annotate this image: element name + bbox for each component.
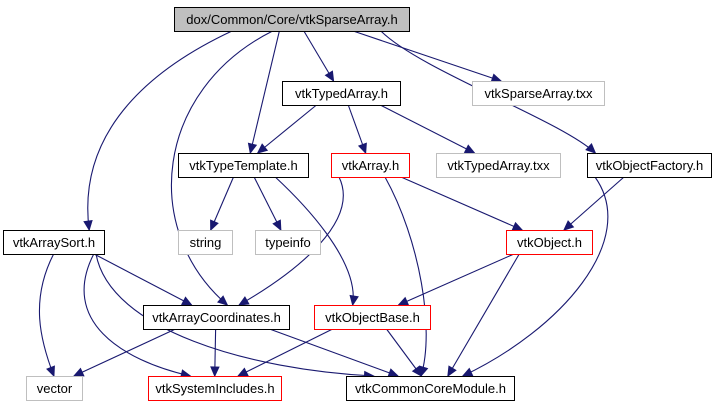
edge-arrowhead-arraysort_h-to-arraycoordinates_h [180,296,193,306]
node-vector: vector [26,376,83,401]
node-box [436,153,561,178]
node-string: string [178,230,233,255]
edge-arrowhead-objectbase_h-to-commoncoremodule_h [411,365,423,377]
node-sparsearray-txx: vtkSparseArray.txx [472,81,605,106]
node-label: vector [37,381,73,396]
node-box [178,153,309,178]
node-label: vtkSystemIncludes.h [155,381,274,396]
node-objectbase-h[interactable]: vtkObjectBase.h [314,305,431,330]
edge-arraysort_h-to-systemincludes_h [83,253,191,377]
edge-arrowhead-arraycoordinates_h-to-vector [72,367,85,377]
node-box [26,376,83,401]
node-label: vtkCommonCoreModule.h [355,381,506,396]
node-box [314,305,431,330]
edge-arrowhead-typedarray_h-to-typedarray_txx [463,144,476,154]
node-label: vtkTypedArray.txx [447,158,550,173]
node-arraysort-h[interactable]: vtkArraySort.h [3,230,105,255]
edge-objectbase_h-to-systemincludes_h [237,328,333,377]
edge-arrowhead-object_h-to-objectbase_h [397,296,410,306]
node-label: string [190,235,222,250]
edge-typedarray_h-to-typedarray_txx [380,104,475,154]
node-box [148,376,282,401]
node-arraycoordinates-h[interactable]: vtkArrayCoordinates.h [143,305,290,330]
edge-arrowhead-array_h-to-object_h [511,221,524,231]
edge-arrowhead-typetemplate_h-to-objectbase_h [349,294,359,307]
node-systemincludes-h[interactable]: vtkSystemIncludes.h [148,376,282,401]
nodes-layer: dox/Common/Core/vtkSparseArray.h vtkTyped… [3,7,712,401]
node-label: vtkObject.h [517,235,582,250]
node-box [587,153,712,178]
node-box [178,230,233,255]
edge-arrowhead-root-to-sparsearray_txx [490,73,503,83]
node-label: dox/Common/Core/vtkSparseArray.h [186,12,397,27]
node-box [255,230,321,255]
edge-object_h-to-objectbase_h [398,253,515,306]
edge-array_h-to-object_h [400,176,523,231]
edge-arrowhead-arraycoordinates_h-to-systemincludes_h [210,366,220,378]
edge-arrowhead-root-to-arraysort_h [83,219,93,232]
edge-arrowhead-root-to-typedarray_h [324,70,335,83]
node-box [174,7,410,32]
node-label: vtkObjectBase.h [325,310,420,325]
edge-arraysort_h-to-commoncoremodule_h [95,253,374,377]
edge-typetemplate_h-to-typeinfo [253,176,282,231]
node-label: vtkArraySort.h [13,235,95,250]
node-box [346,376,515,401]
node-box [506,230,593,255]
node-box [472,81,605,106]
edge-arraycoordinates_h-to-commoncoremodule_h [269,328,399,377]
node-label: vtkTypedArray.h [295,86,388,101]
edge-arrowhead-typedarray_h-to-array_h [357,142,367,155]
edge-arrowhead-typetemplate_h-to-string [210,219,219,232]
node-label: vtkSparseArray.txx [484,86,593,101]
node-box [282,81,401,106]
edge-arrowhead-arraycoordinates_h-to-commoncoremodule_h [387,368,400,378]
edge-arrowhead-objectfactory_h-to-commoncoremodule_h [461,367,474,377]
edge-typedarray_h-to-typetemplate_h [257,104,317,154]
edge-arrowhead-objectbase_h-to-systemincludes_h [237,367,249,377]
node-label: typeinfo [265,235,311,250]
edge-objectfactory_h-to-commoncoremodule_h [462,176,609,377]
edge-typetemplate_h-to-objectbase_h [274,176,354,306]
node-typeinfo: typeinfo [255,230,321,255]
edge-arrowhead-root-to-arraycoordinates_h [217,295,229,306]
node-label: vtkArray.h [342,158,400,173]
node-box [331,153,410,178]
edge-root-to-arraycoordinates_h [171,30,273,306]
edge-arrowhead-root-to-typetemplate_h [247,142,258,155]
edge-arrowhead-typedarray_h-to-typetemplate_h [256,143,269,154]
edge-objectbase_h-to-commoncoremodule_h [386,328,422,377]
edge-object_h-to-commoncoremodule_h [447,253,520,377]
edge-arraysort_h-to-vector [38,253,55,377]
node-objectfactory-h[interactable]: vtkObjectFactory.h [587,153,712,178]
edge-root-to-typetemplate_h [249,30,280,154]
node-root[interactable]: dox/Common/Core/vtkSparseArray.h [174,7,410,32]
node-array-h[interactable]: vtkArray.h [331,153,410,178]
node-typetemplate-h[interactable]: vtkTypeTemplate.h [178,153,309,178]
edge-arrowhead-arraysort_h-to-vector [46,365,55,378]
node-box [143,305,290,330]
node-label: vtkObjectFactory.h [596,158,703,173]
edge-arraysort_h-to-arraycoordinates_h [93,253,192,306]
edge-root-to-sparsearray_txx [352,30,502,82]
edge-arraycoordinates_h-to-vector [73,328,176,377]
node-label: vtkTypeTemplate.h [189,158,297,173]
edge-typetemplate_h-to-string [210,176,235,231]
edge-arrowhead-root-to-objectfactory_h [585,143,597,154]
edge-root-to-arraysort_h [87,30,233,231]
node-typedarray-txx: vtkTypedArray.txx [436,153,561,178]
node-object-h[interactable]: vtkObject.h [506,230,593,255]
node-commoncoremodule-h[interactable]: vtkCommonCoreModule.h [346,376,515,401]
edge-root-to-typedarray_h [303,30,335,82]
edge-arrowhead-objectfactory_h-to-object_h [563,220,575,231]
node-typedarray-h[interactable]: vtkTypedArray.h [282,81,401,106]
edge-arrowhead-typetemplate_h-to-typeinfo [272,219,282,232]
edge-arrowhead-object_h-to-commoncoremodule_h [447,365,457,378]
node-box [3,230,105,255]
edge-array_h-to-commoncoremodule_h [384,176,427,377]
edge-arrowhead-array_h-to-arraycoordinates_h [238,296,250,306]
edge-objectfactory_h-to-object_h [563,176,625,231]
node-label: vtkArrayCoordinates.h [152,310,281,325]
